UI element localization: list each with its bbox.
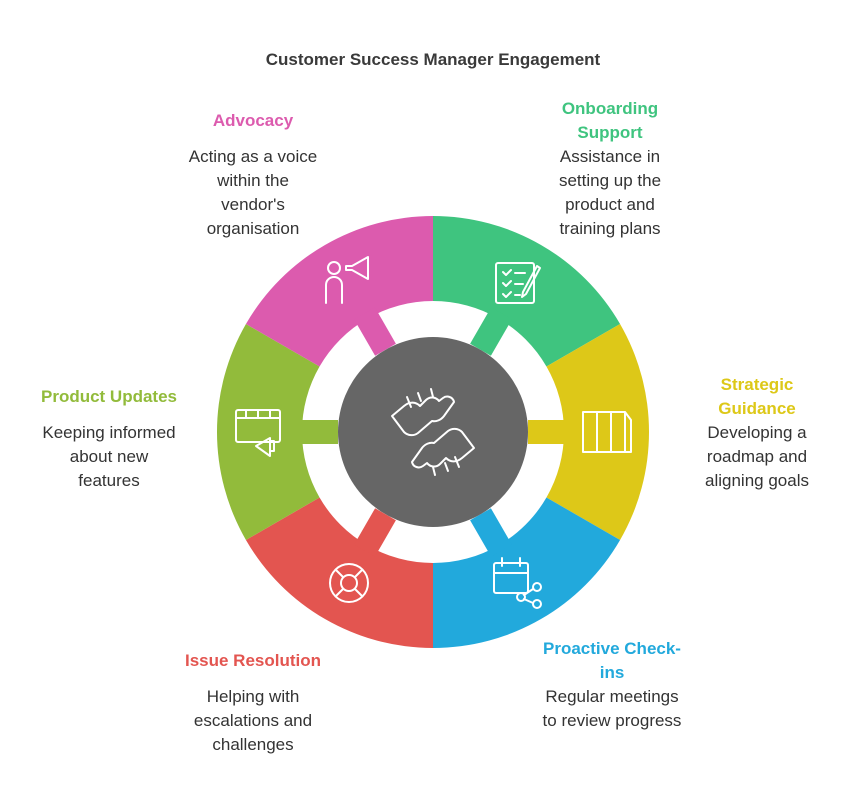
segment-updates: [217, 324, 320, 540]
heading-line: Proactive Check-: [543, 639, 681, 658]
label-advocacy: Advocacy Acting as a voice within the ve…: [163, 109, 343, 241]
connector-onboarding: [470, 307, 512, 356]
heading-updates: Product Updates: [19, 385, 199, 409]
heading-issue: Issue Resolution: [163, 649, 343, 673]
connector-issue: [354, 508, 396, 557]
desc-line: setting up the: [558, 171, 662, 190]
desc-strategic: Developing a roadmap and aligning goals: [682, 421, 832, 493]
connector-advocacy: [354, 307, 396, 356]
connector-updates: [296, 420, 338, 444]
desc-line: within the: [217, 171, 289, 190]
heading-line: Onboarding: [561, 99, 659, 118]
heading-strategic: Strategic Guidance: [682, 373, 832, 421]
connector-checkins: [470, 508, 512, 557]
desc-onboarding: Assistance in setting up the product and…: [530, 145, 690, 241]
center-hub: [338, 337, 528, 527]
desc-issue: Helping with escalations and challenges: [163, 685, 343, 757]
heading-checkins: Proactive Check- ins: [522, 637, 702, 685]
label-product-updates: Product Updates Keeping informed about n…: [19, 385, 199, 493]
desc-line: Acting as a voice: [188, 147, 318, 166]
desc-line: about new: [69, 447, 149, 466]
desc-line: escalations and: [193, 711, 313, 730]
desc-line: Regular meetings: [545, 687, 679, 706]
desc-line: Assistance in: [559, 147, 661, 166]
desc-line: challenges: [212, 735, 294, 754]
heading-line: Product Updates: [40, 387, 178, 406]
heading-advocacy: Advocacy: [163, 109, 343, 133]
video-megaphone-icon: [235, 409, 281, 457]
desc-line: product and: [565, 195, 655, 214]
checklist-pencil-icon: [495, 262, 541, 304]
desc-checkins: Regular meetings to review progress: [522, 685, 702, 733]
fist-bump-icon: [391, 388, 475, 476]
desc-advocacy: Acting as a voice within the vendor's or…: [163, 145, 343, 241]
heading-line: Advocacy: [212, 111, 294, 130]
heading-line: Guidance: [718, 399, 796, 418]
desc-line: vendor's: [221, 195, 285, 214]
heading-line: Issue Resolution: [184, 651, 322, 670]
heading-line: Strategic: [720, 375, 794, 394]
label-onboarding-support: Onboarding Support Assistance in setting…: [530, 97, 690, 241]
label-proactive-checkins: Proactive Check- ins Regular meetings to…: [522, 637, 702, 733]
label-strategic-guidance: Strategic Guidance Developing a roadmap …: [682, 373, 832, 493]
desc-line: aligning goals: [705, 471, 809, 490]
heading-onboarding: Onboarding Support: [530, 97, 690, 145]
desc-line: organisation: [206, 219, 300, 238]
desc-line: Developing a: [707, 423, 807, 442]
person-megaphone-icon: [325, 256, 369, 304]
desc-line: roadmap and: [706, 447, 808, 466]
desc-line: Helping with: [206, 687, 300, 706]
desc-line: features: [78, 471, 140, 490]
heading-line: ins: [599, 663, 625, 682]
diagram-title: Customer Success Manager Engagement: [265, 50, 601, 69]
desc-line: to review progress: [542, 711, 682, 730]
columns-icon: [582, 411, 632, 453]
desc-line: Keeping informed: [42, 423, 176, 442]
connector-strategic: [528, 420, 570, 444]
desc-line: training plans: [559, 219, 661, 238]
segment-advocacy: [245, 216, 433, 367]
desc-updates: Keeping informed about new features: [19, 421, 199, 493]
heading-line: Support: [577, 123, 643, 142]
label-issue-resolution: Issue Resolution Helping with escalation…: [163, 649, 343, 757]
calendar-share-icon: [493, 557, 542, 609]
lifebuoy-icon: [329, 563, 369, 603]
